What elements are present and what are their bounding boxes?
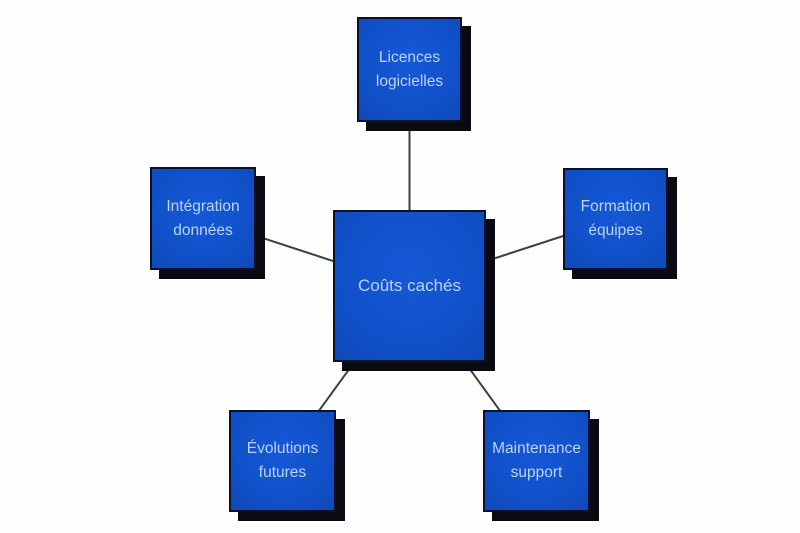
node-label-line: support	[510, 464, 563, 481]
node-maintenance-support: Maintenance support	[483, 410, 590, 512]
node-evolutions-futures: Évolutions futures	[229, 410, 336, 512]
node-label-line: logicielles	[375, 72, 444, 90]
node-label-line: Évolutions	[246, 440, 319, 457]
node-label-line: Formation	[580, 198, 651, 215]
node-label-line: Intégration	[166, 197, 240, 215]
node-label-line: Maintenance	[492, 440, 581, 457]
node-integration-donnees: Intégration données	[150, 167, 256, 270]
node-label-line: données	[173, 221, 233, 239]
center-node-label: Coûts cachés	[358, 276, 461, 295]
node-label-line: futures	[258, 464, 307, 481]
node-couts-caches-center: Coûts cachés	[333, 210, 486, 362]
node-formation-equipes: Formation équipes	[563, 168, 668, 270]
node-label-line: équipes	[588, 222, 643, 239]
node-label-line: Licences	[378, 48, 441, 66]
node-licences-logicielles: Licences logicielles	[357, 17, 462, 122]
